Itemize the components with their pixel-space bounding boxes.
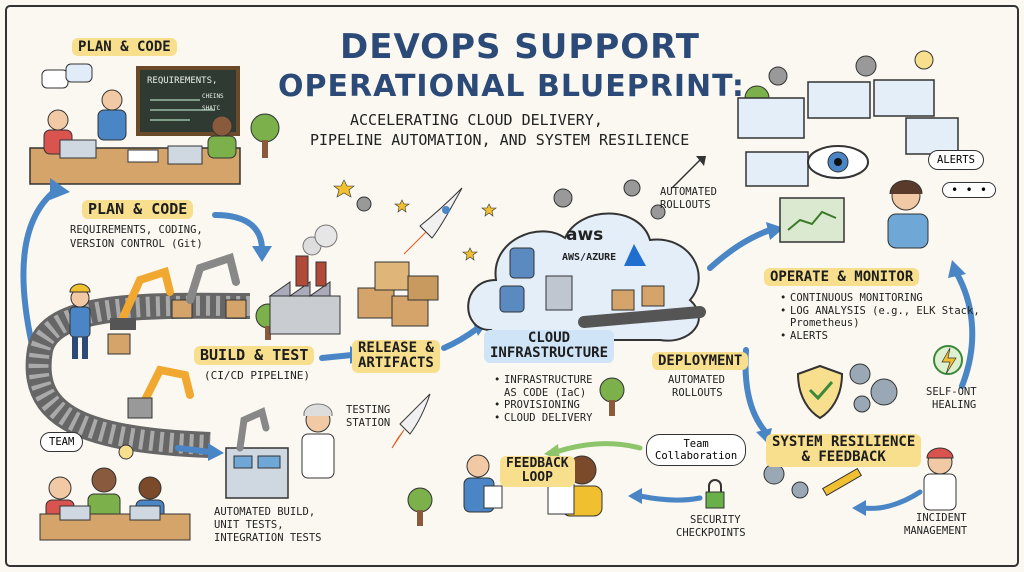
worker-figure [69, 283, 91, 359]
deployment-heading: DEPLOYMENT [652, 352, 749, 371]
conveyor-belt [25, 292, 251, 458]
team-bubble: TEAM [40, 432, 84, 452]
cloud-infrastructure-heading: CLOUD INFRASTRUCTURE [484, 330, 615, 363]
cloud-heading-line2: INFRASTRUCTURE [490, 345, 609, 362]
collab-line2: Collaboration [655, 450, 738, 463]
team-figures [39, 444, 191, 541]
automated-build-line1: AUTOMATED BUILD, [214, 506, 316, 518]
operator-figure [887, 180, 929, 249]
chalkboard-title: REQUIREMENTS, [147, 76, 218, 86]
deployment-sub-line1: AUTOMATED [668, 374, 725, 386]
team-collaboration-bubble: Team Collaboration [646, 434, 747, 467]
monitoring-screens [737, 50, 959, 243]
cloud-shape [467, 212, 700, 342]
healing-icon [933, 345, 963, 375]
operate-bullet-item: LOG ANALYSIS (e.g., ELK Stack, [780, 305, 980, 318]
plan-code-badge: PLAN & CODE [72, 38, 177, 57]
resilience-heading-line2: & FEEDBACK [801, 449, 886, 466]
chalkboard-note-a: CHEINS [202, 93, 224, 100]
deployment-conveyor [578, 285, 706, 328]
automated-build-line2: UNIT TESTS, [214, 519, 284, 531]
rocket-bottom [391, 393, 431, 449]
cloud-bullet-item: PROVISIONING [494, 399, 593, 412]
release-heading: RELEASE & ARTIFACTS [352, 340, 440, 373]
alerts-bubble: ALERTS [928, 150, 984, 170]
feedback-loop-heading: FEEDBACK LOOP [500, 456, 575, 487]
operate-bullet-item: CONTINUOUS MONITORING [780, 292, 980, 305]
resilience-gears [763, 363, 898, 499]
resilience-heading-line1: SYSTEM RESILIENCE [772, 434, 916, 450]
star-decor [333, 179, 497, 261]
cloud-bullet-item: AS CODE (IaC) [504, 386, 587, 399]
plan-code-heading: PLAN & CODE [82, 200, 194, 220]
collab-line1: Team [683, 438, 709, 450]
security-checkpoints-line1: SECURITY [690, 514, 741, 526]
lock-icon [705, 479, 725, 509]
operate-bullet-list: CONTINUOUS MONITORING LOG ANALYSIS (e.g.… [778, 292, 980, 342]
feedback-heading-line1: FEEDBACK [506, 456, 569, 471]
factory [268, 224, 341, 335]
shield-icon [796, 364, 844, 420]
operate-monitor-heading: OPERATE & MONITOR [764, 268, 920, 287]
incident-management-line1: INCIDENT [916, 512, 967, 524]
robot-arms [110, 252, 240, 419]
release-heading-line2: ARTIFACTS [358, 355, 434, 372]
plan-code-scene [29, 63, 241, 185]
diagram-title-line1: DEVOPS SUPPORT [340, 27, 700, 67]
automated-rollouts-top-line2: ROLLOUTS [660, 199, 711, 211]
testing-station [225, 403, 335, 499]
cloud-bullet-list: INFRASTRUCTURE AS CODE (IaC) PROVISIONIN… [492, 374, 593, 425]
artifact-boxes [357, 261, 439, 327]
security-checkpoints-line2: CHECKPOINTS [676, 527, 746, 539]
wrench-icon [821, 467, 863, 497]
cloud-bullet-item: INFRASTRUCTURE [494, 374, 592, 387]
feedback-people [463, 454, 603, 517]
chat-dots-bubble: • • • [942, 182, 997, 198]
testing-station-line1: TESTING [346, 404, 391, 416]
system-resilience-heading: SYSTEM RESILIENCE & FEEDBACK [766, 434, 922, 467]
testing-station-line2: STATION [346, 417, 391, 429]
incident-manager-figure [923, 447, 957, 511]
aws-azure-label: AWS/AZURE [562, 252, 617, 263]
diagram-subtitle-line1: ACCELERATING CLOUD DELIVERY, [350, 111, 603, 129]
feedback-heading-line2: LOOP [521, 470, 553, 486]
chalkboard-note-b: SHATC [202, 105, 221, 112]
self-healing-line1: SELF-ONT [926, 386, 977, 398]
operate-bullet-item: ALERTS [780, 330, 980, 343]
aws-logo: aws [566, 225, 604, 245]
cloud-heading-line1: CLOUD [527, 330, 571, 346]
plan-code-desc-line2: VERSION CONTROL (Git) [70, 238, 203, 250]
operate-bullet-item: Prometheus) [790, 317, 860, 330]
diagram-subtitle-line2: PIPELINE AUTOMATION, AND SYSTEM RESILIEN… [310, 131, 690, 149]
gear-icons [356, 55, 877, 220]
diagram-title-line2: OPERATIONAL BLUEPRINT: [278, 69, 745, 104]
release-heading-line1: RELEASE & [358, 340, 434, 356]
rocket-top [403, 187, 463, 255]
plan-code-desc-line1: REQUIREMENTS, CODING, [70, 224, 203, 236]
self-healing-line2: HEALING [932, 399, 977, 411]
automated-build-line3: INTEGRATION TESTS [214, 532, 322, 544]
cloud-bullet-item: CLOUD DELIVERY [494, 412, 592, 425]
build-test-sub: (CI/CD PIPELINE) [204, 369, 310, 382]
deployment-sub-line2: ROLLOUTS [672, 387, 723, 399]
incident-management-line2: MANAGEMENT [904, 525, 968, 537]
automated-rollouts-top-line1: AUTOMATED [660, 186, 717, 198]
build-test-heading: BUILD & TEST [194, 346, 315, 366]
